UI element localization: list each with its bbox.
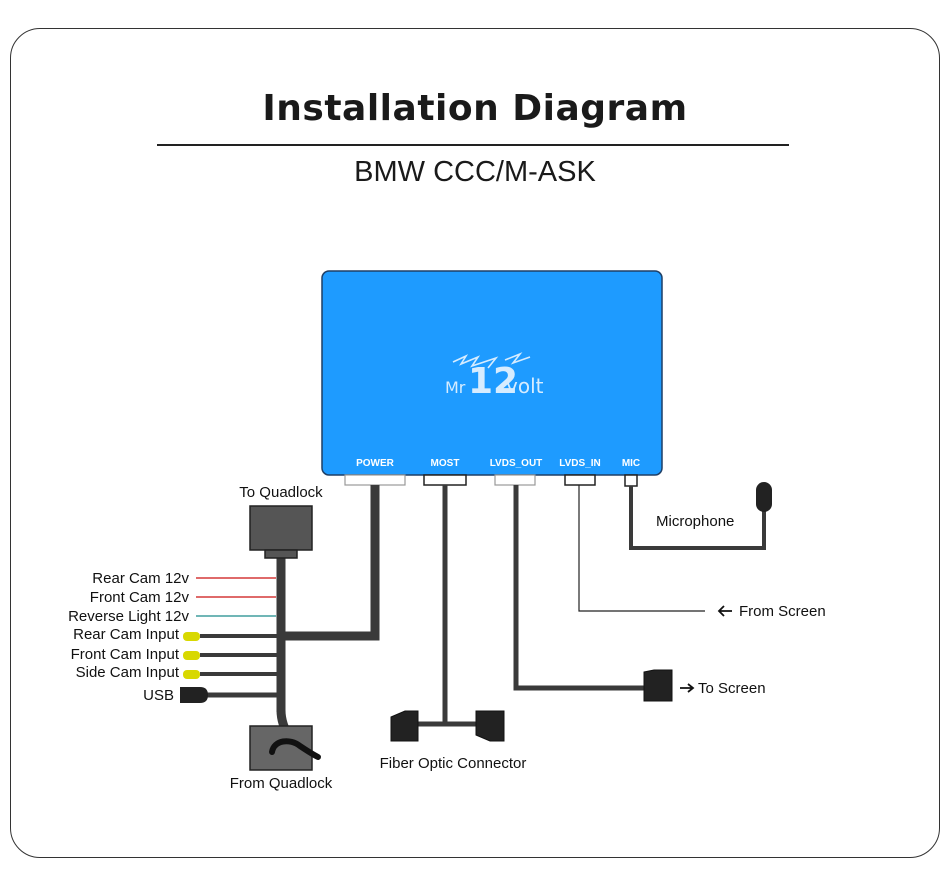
lvds-out-cable [513,485,644,691]
title-divider [157,144,789,146]
logo-lightning-icon [452,354,499,369]
reverse-light-12v-label: Reverse Light 12v [68,608,189,625]
port-label-lvds-in: LVDS_IN [559,458,601,469]
most-port [423,474,467,486]
front-cam-input-label: Front Cam Input [71,646,180,663]
front-cam-12v-label: Front Cam 12v [90,589,190,606]
to-quadlock-connector [249,505,313,551]
logo-suffix: volt [506,374,544,398]
side-cam-input-label: Side Cam Input [76,664,180,681]
front-cam-rca-plug [183,651,200,660]
port-label-mic: MIC [622,458,640,469]
logo-lightning-icon [504,352,531,365]
from-quadlock-cable [269,738,321,760]
logo-number: 12 [468,361,518,402]
page-title: Installation Diagram [262,88,688,129]
mic-cable [629,486,766,550]
fiber-optic-label: Fiber Optic Connector [380,755,527,772]
fiber-optic-plug-right [475,710,505,742]
lvds-in-cable [578,485,705,612]
to-screen-connector [643,669,673,702]
port-label-power: POWER [356,458,395,469]
microphone-label: Microphone [656,513,734,530]
usb-label: USB [143,687,174,704]
to-screen-label: To Screen [698,680,766,697]
fiber-optic-plug-left [390,710,419,742]
lvds-in-port [564,474,596,486]
page-subtitle: BMW CCC/M-ASK [354,156,596,188]
microphone-icon [756,482,772,512]
interface-module-box [321,270,663,476]
from-quadlock-label: From Quadlock [230,775,333,792]
to-quadlock-label: To Quadlock [239,484,323,501]
mic-port [624,474,638,487]
port-label-lvds-out: LVDS_OUT [490,458,543,469]
power-port [344,474,406,486]
rear-cam-12v-label: Rear Cam 12v [92,570,189,587]
logo-prefix: Mr [445,378,466,397]
port-label-most: MOST [431,458,460,469]
rear-cam-rca-plug [183,632,200,641]
side-cam-rca-plug [183,670,200,679]
rear-cam-input-label: Rear Cam Input [73,626,180,643]
lvds-out-port [494,474,536,486]
to-quadlock-plug [264,549,298,559]
from-screen-label: From Screen [739,603,826,620]
arrow-right-icon [680,683,695,693]
arrow-left-icon [717,605,732,617]
diagram-frame [10,28,940,858]
usb-connector [180,687,208,703]
brand-logo: Mr 12 volt [445,352,544,402]
power-cable [285,485,380,641]
